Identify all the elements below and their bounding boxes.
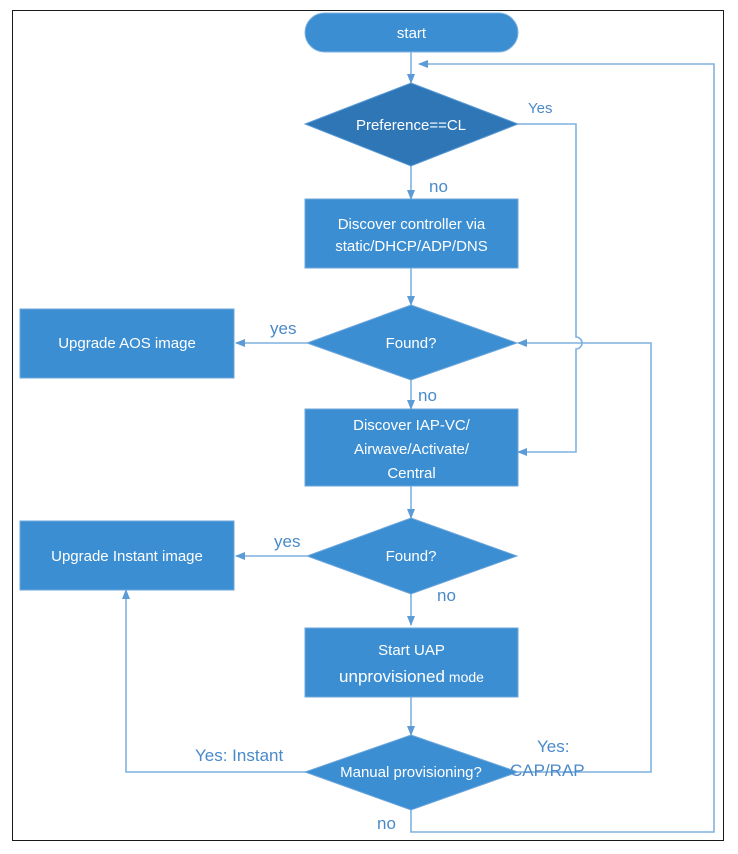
label-found2-yes: yes: [274, 532, 300, 551]
upgrade-instant-label: Upgrade Instant image: [51, 548, 203, 565]
preference-label: Preference==CL: [356, 117, 466, 134]
found-2-label: Found?: [386, 548, 437, 565]
start-label: start: [397, 25, 427, 42]
discover-controller-line-2: static/DHCP/ADP/DNS: [335, 238, 488, 255]
edge-preference-yes: [517, 123, 583, 456]
discover-iap-line-2: Airwave/Activate/: [354, 441, 470, 458]
start-uap-line-2-mode: mode: [449, 669, 484, 685]
label-manual-cap-1: Yes:: [537, 737, 569, 756]
start-uap-line-2: unprovisioned: [339, 667, 445, 686]
start-node: start: [304, 12, 519, 53]
discover-iap-line-3: Central: [387, 465, 435, 482]
upgrade-aos-node: Upgrade AOS image: [19, 308, 235, 379]
edge-manual-cap: [517, 339, 652, 773]
label-preference-yes: Yes: [528, 100, 552, 117]
label-found1-no: no: [418, 386, 437, 405]
start-uap-line-1: Start UAP: [378, 642, 445, 659]
discover-iap-line-1: Discover IAP-VC/: [353, 417, 471, 434]
label-found1-yes: yes: [270, 319, 296, 338]
discover-controller-line-1: Discover controller via: [338, 216, 486, 233]
found-decision-1: Found?: [305, 304, 519, 381]
label-manual-instant: Yes: Instant: [195, 746, 283, 765]
diagram-frame: [12, 10, 724, 841]
edge-manual-no: [410, 60, 715, 833]
label-found2-no: no: [437, 586, 456, 605]
found-1-label: Found?: [386, 335, 437, 352]
connectors: [122, 52, 715, 833]
discover-controller-node: Discover controller via static/DHCP/ADP/…: [304, 198, 519, 269]
manual-provisioning-decision: Manual provisioning?: [303, 734, 520, 811]
discover-iap-node: Discover IAP-VC/ Airwave/Activate/ Centr…: [304, 408, 519, 487]
preference-decision: Preference==CL: [303, 82, 520, 167]
label-manual-no: no: [377, 814, 396, 833]
manual-provisioning-label: Manual provisioning?: [340, 764, 482, 781]
upgrade-instant-node: Upgrade Instant image: [19, 520, 235, 591]
found-decision-2: Found?: [305, 517, 519, 595]
label-preference-no: no: [429, 177, 448, 196]
upgrade-aos-label: Upgrade AOS image: [58, 335, 196, 352]
label-manual-cap-2: CAP/RAP: [510, 761, 585, 780]
edge-manual-instant: [122, 589, 307, 773]
